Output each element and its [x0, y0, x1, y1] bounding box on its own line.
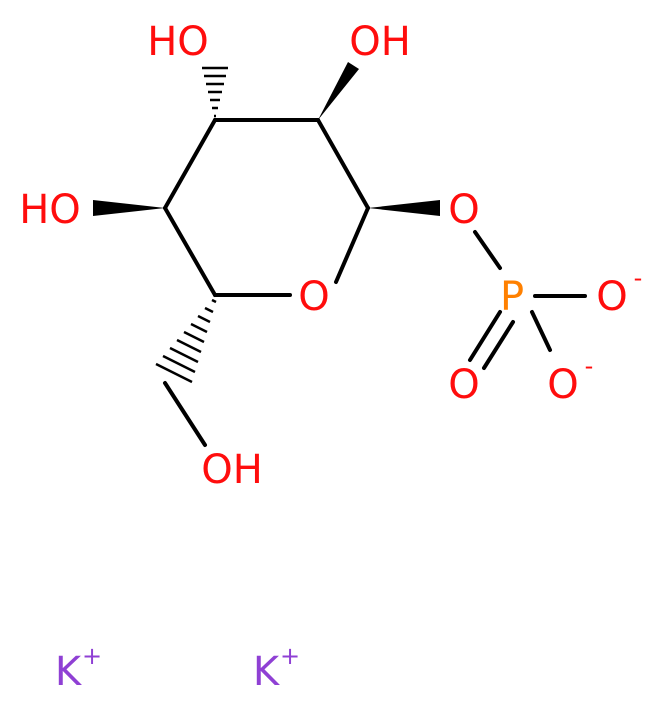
label-oh-c6: OH [201, 447, 263, 493]
label-o-glyco: O [448, 187, 479, 233]
bond-oglyco-p [473, 230, 502, 270]
atom-labels: HO OH HO O O P O - O O - OH K + K + [19, 19, 642, 695]
label-p: P [500, 274, 524, 320]
label-oh-c2: OH [349, 19, 411, 65]
label-oh-c4: HO [19, 187, 81, 233]
bond-c6-oh [163, 381, 207, 447]
wedge-c4-oh [93, 200, 165, 216]
ring-bonds [163, 118, 587, 447]
label-o-minus-1-charge: - [634, 264, 643, 292]
label-k-2: K [253, 649, 281, 695]
hash-bonds [155, 66, 228, 384]
bond-p-odouble-a [468, 310, 502, 362]
wedge-c1-oglyco [368, 200, 440, 216]
label-o-double: O [448, 362, 479, 408]
bond-c4-c5 [163, 206, 217, 297]
label-k-2-charge: + [280, 642, 300, 670]
label-oh-c3: HO [147, 19, 209, 65]
hash-c5-c6 [155, 298, 217, 384]
label-o-ring: O [298, 274, 329, 320]
label-k-1: K [55, 649, 83, 695]
bond-oring-c1 [334, 206, 370, 284]
bond-p-ominus2 [530, 310, 552, 352]
label-k-1-charge: + [82, 642, 102, 670]
wedge-bonds [93, 62, 440, 216]
wedge-c2-oh [318, 62, 359, 120]
bond-c3-c4 [163, 118, 217, 210]
label-o-minus-2: O [547, 362, 578, 408]
label-o-minus-2-charge: - [585, 352, 594, 380]
bond-c2-c1 [316, 118, 370, 210]
hash-c3-oh [202, 66, 228, 118]
bond-p-odouble-b [482, 320, 515, 370]
label-o-minus-1: O [596, 274, 627, 320]
